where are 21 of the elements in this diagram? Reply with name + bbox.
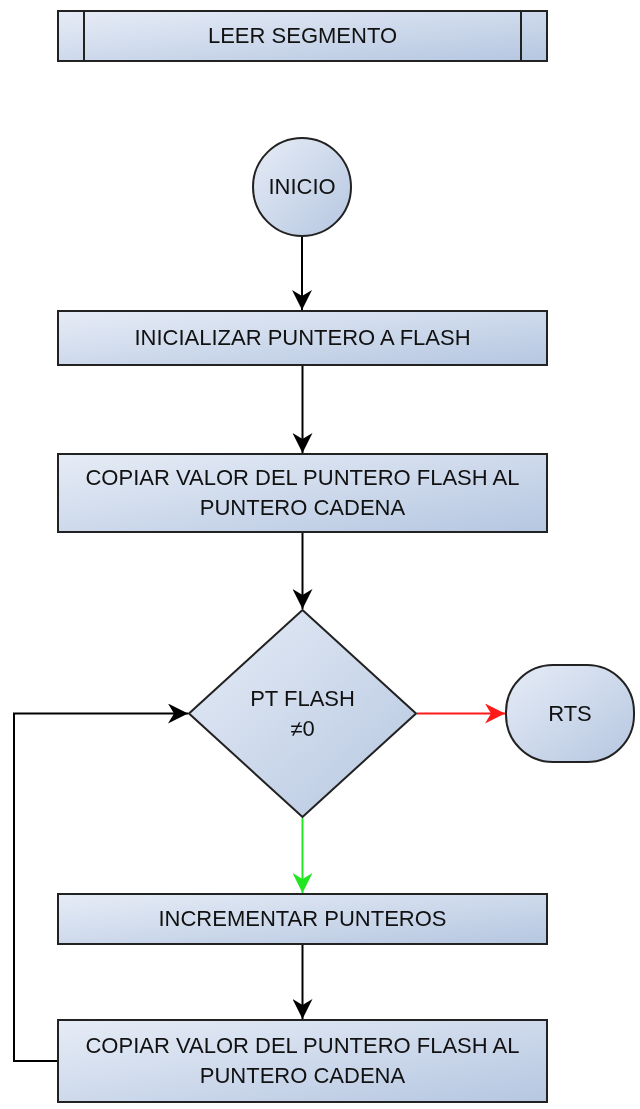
arrow [292, 817, 313, 894]
decision-diamond [188, 609, 417, 818]
arrow [292, 944, 313, 1020]
process-box [57, 310, 548, 366]
arrow [292, 532, 313, 610]
process-box [57, 1019, 548, 1103]
node-label: COPIAR VALOR DEL PUNTERO FLASH AL PUNTERO CADENA [84, 1032, 521, 1090]
node-label: LEER SEGMENTO [207, 22, 398, 51]
arrow [416, 703, 506, 724]
node-label: RTS [548, 699, 592, 728]
node-label: INICIALIZAR PUNTERO A FLASH [134, 324, 471, 353]
node-label: PT FLASH ≠0 [249, 684, 356, 743]
node-label: INICIO [268, 173, 336, 202]
arrow [13, 703, 189, 1062]
subroutine-box [57, 10, 548, 62]
arrow [292, 365, 313, 454]
process-box [57, 453, 548, 533]
node-label: COPIAR VALOR DEL PUNTERO FLASH AL PUNTERO CADENA [84, 464, 521, 522]
process-box [57, 893, 548, 945]
node-label: INCREMENTAR PUNTEROS [158, 905, 447, 934]
arrow [292, 236, 312, 311]
